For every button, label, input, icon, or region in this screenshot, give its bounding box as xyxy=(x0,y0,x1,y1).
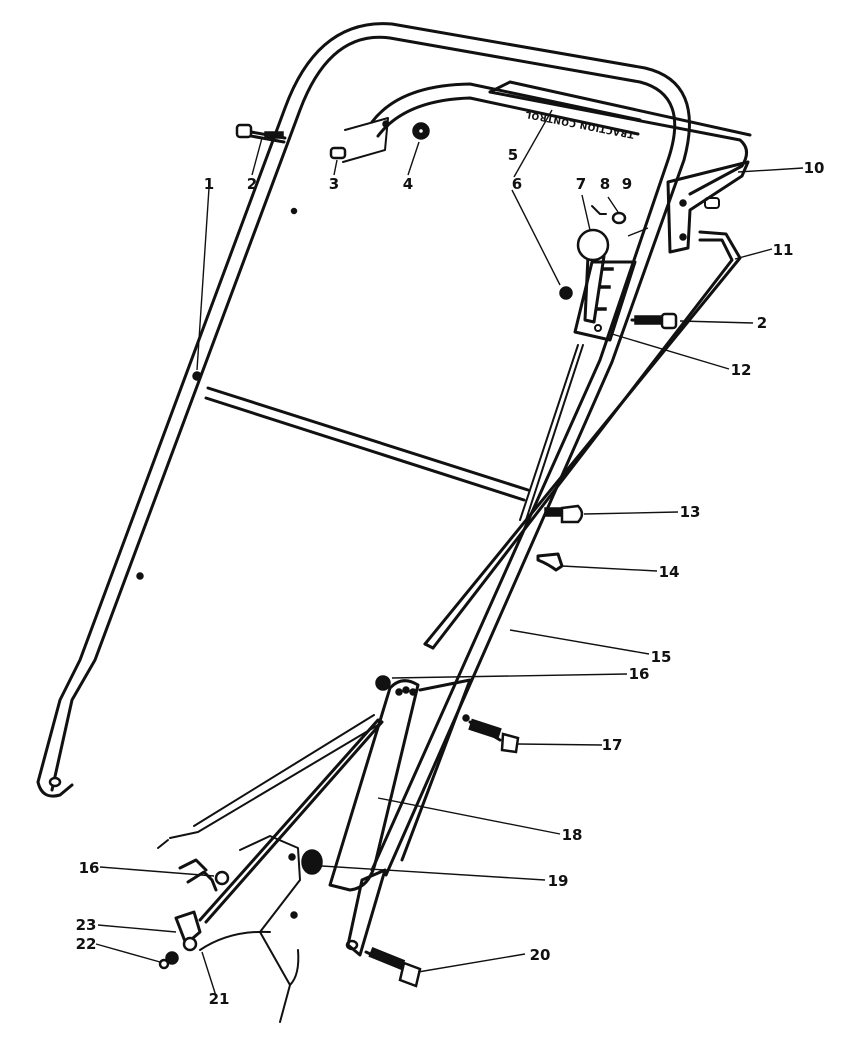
callout-14: 14 xyxy=(659,563,680,581)
control-plate xyxy=(573,228,637,342)
callout-16-upper: 16 xyxy=(629,665,650,683)
lower-bracket xyxy=(199,835,422,1023)
callout-12: 12 xyxy=(731,361,752,379)
callout-1: 1 xyxy=(204,175,214,193)
decal-text: TRACTION CONTROL xyxy=(524,108,635,139)
control-cable xyxy=(157,344,584,849)
callout-2-top: 2 xyxy=(247,175,257,193)
callout-19: 19 xyxy=(548,872,569,890)
callout-4: 4 xyxy=(403,175,413,193)
callout-3: 3 xyxy=(329,175,339,193)
callout-11: 11 xyxy=(773,241,794,259)
mid-hardware xyxy=(536,504,584,572)
callout-18: 18 xyxy=(562,826,583,844)
callout-13: 13 xyxy=(680,503,701,521)
callout-labels: 1 2 3 4 6 5 7 8 9 10 11 2 12 13 14 15 16… xyxy=(76,146,825,1008)
callout-9: 9 xyxy=(622,175,632,193)
callout-20: 20 xyxy=(530,946,551,964)
callout-10: 10 xyxy=(804,159,825,177)
callout-8: 8 xyxy=(600,175,610,193)
top-hardware xyxy=(136,117,678,580)
callout-2-right: 2 xyxy=(757,314,767,332)
callout-7: 7 xyxy=(576,175,586,193)
callout-6: 6 xyxy=(512,175,522,193)
leader-lines xyxy=(95,109,804,997)
control-rod xyxy=(423,230,742,650)
callout-23: 23 xyxy=(76,916,97,934)
callout-22: 22 xyxy=(76,935,97,953)
lower-left-hardware xyxy=(158,718,384,970)
callout-21: 21 xyxy=(209,990,230,1008)
callout-17: 17 xyxy=(602,736,623,754)
upper-handle xyxy=(36,22,691,951)
bracket-right xyxy=(666,160,750,254)
callout-5: 5 xyxy=(508,146,518,164)
lower-arm xyxy=(328,675,520,892)
cross-bar xyxy=(204,386,530,502)
callout-16-lower: 16 xyxy=(79,859,100,877)
traction-control-panel: TRACTION CONTROL xyxy=(488,80,752,196)
callout-15: 15 xyxy=(651,648,672,666)
